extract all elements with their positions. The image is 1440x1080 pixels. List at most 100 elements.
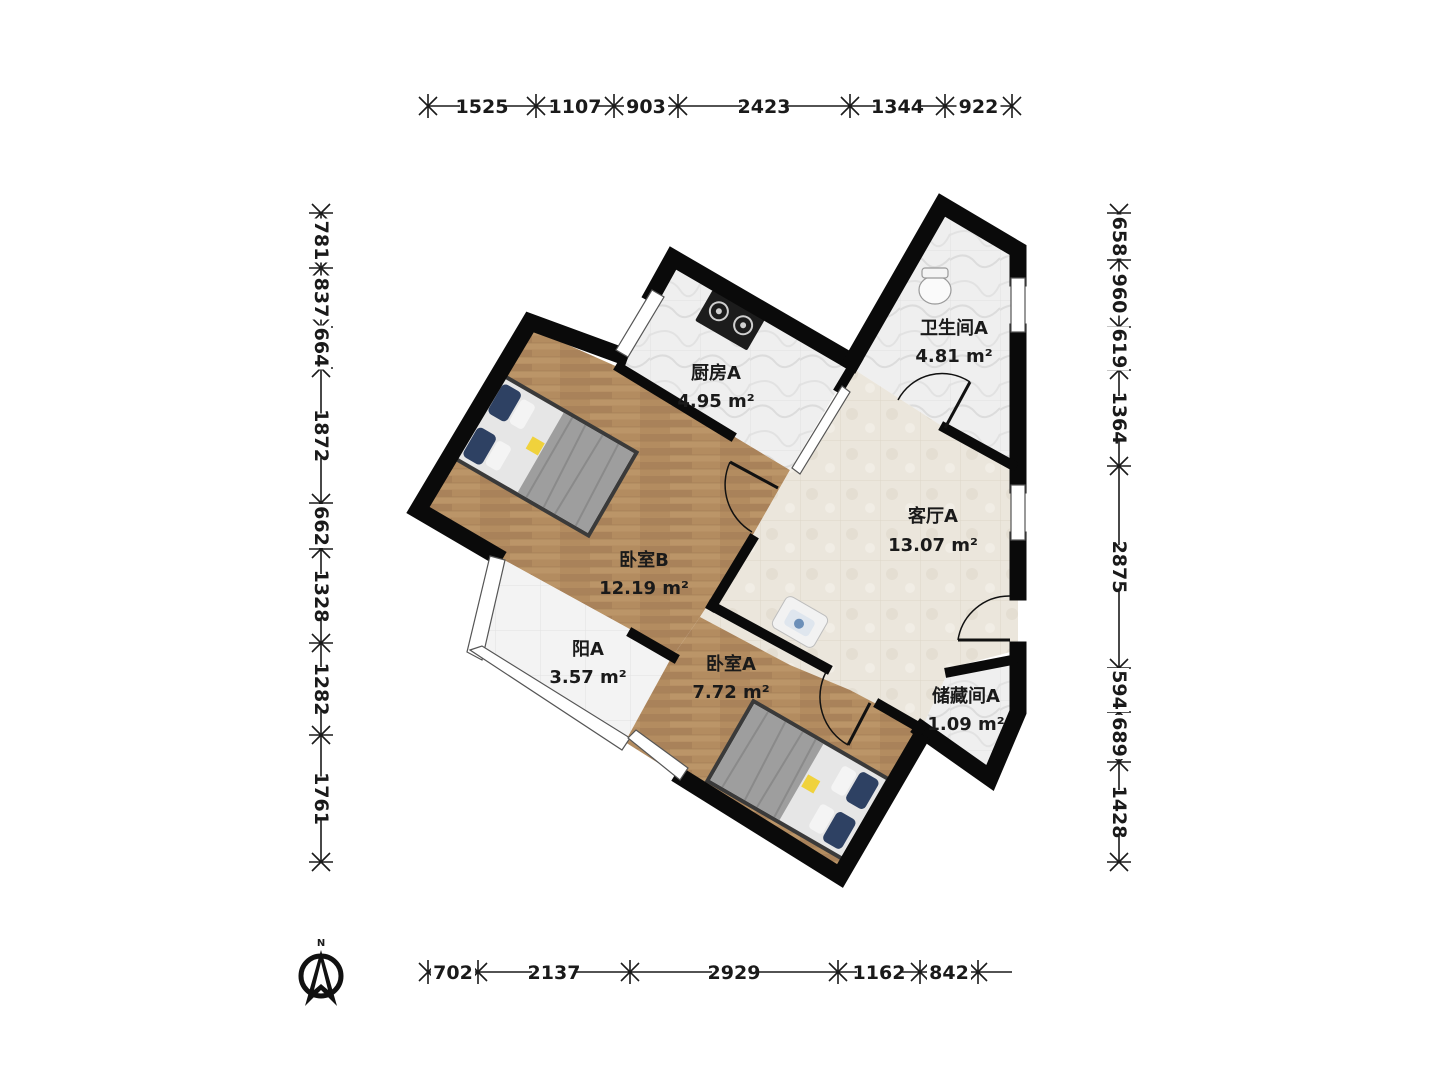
left-dimension-label: 837 xyxy=(310,278,332,318)
left-dimension-label: 1761 xyxy=(310,772,332,825)
top-dimension-label: 1107 xyxy=(549,96,602,118)
top-dimension-label: 1344 xyxy=(871,96,924,118)
wall-kitchen-north xyxy=(641,246,864,374)
right-dimension-label: 619 xyxy=(1108,329,1130,369)
bottom-dimension-label: 2137 xyxy=(528,962,581,984)
room-area-living: 13.07 m² xyxy=(888,535,978,556)
wall-kitchen-living xyxy=(833,361,859,395)
left-dimension-label: 1328 xyxy=(310,570,332,623)
left-dimension-cross xyxy=(311,725,331,745)
wall-west xyxy=(406,311,631,567)
bottom-dimension-cross xyxy=(910,962,930,982)
left-dimension-label-bg xyxy=(309,574,331,618)
stove xyxy=(695,290,765,350)
right-dimension-label: 658 xyxy=(1108,217,1130,257)
doors-layer xyxy=(724,372,1011,746)
room-name-bedroom-a: 卧室A xyxy=(706,653,756,675)
right-dimension-cross xyxy=(1109,852,1129,872)
room-area-bedroom-a: 7.72 m² xyxy=(692,682,769,703)
bottom-dimension-label: 842 xyxy=(929,962,969,984)
bedroom-b-door-arc xyxy=(724,461,753,533)
bedroom-a-door-leaf xyxy=(846,702,872,746)
top-dimension-cross xyxy=(526,96,546,116)
bottom-dimension-cross xyxy=(828,962,848,982)
compass-arrow-highlight xyxy=(314,962,328,990)
room-area-bathroom: 4.81 m² xyxy=(915,346,992,367)
bath-window xyxy=(1010,277,1026,333)
top-dimension-cross xyxy=(1002,96,1022,116)
top-dimension-cross xyxy=(418,96,438,116)
living-door-arc xyxy=(957,595,1011,641)
left-dimension-label-bg xyxy=(309,218,331,263)
right-dimension-label-bg xyxy=(1107,271,1129,316)
left-dimension-cross xyxy=(311,852,331,872)
walls-layer xyxy=(406,193,1027,888)
room-name-kitchen: 厨房A xyxy=(691,362,741,384)
bottom-dimension-label: 2929 xyxy=(708,962,761,984)
top-dimension-label: 903 xyxy=(626,96,666,118)
toilet xyxy=(918,267,952,305)
room-area-storage: 1.09 m² xyxy=(927,714,1004,735)
top-dimension-cross xyxy=(668,96,688,116)
right-dimension-label-bg xyxy=(1107,790,1129,834)
kitchen-floor xyxy=(620,262,852,470)
top-dimension-cross xyxy=(604,96,624,116)
top-dimension-label-bg xyxy=(956,94,1001,116)
bottom-dimension-label-bg xyxy=(712,960,756,982)
wall-east-storage xyxy=(910,641,1027,792)
room-name-balcony: 阳A xyxy=(572,639,604,660)
top-dimension-label-bg xyxy=(742,94,786,116)
right-dimension-label-bg xyxy=(1107,214,1129,259)
room-area-kitchen: 4.95 m² xyxy=(677,391,754,412)
right-dimension-label: 2875 xyxy=(1108,541,1130,594)
right-dimension-label-bg xyxy=(1107,396,1129,440)
right-dimension-label-bg xyxy=(1107,668,1129,712)
room-name-bathroom: 卫生间A xyxy=(920,317,988,339)
living-window xyxy=(1010,484,1026,541)
left-dimension-label-bg xyxy=(309,325,331,370)
wall-bath-living xyxy=(938,421,1019,472)
top-dimension-label-bg xyxy=(553,94,597,116)
compass-north-label: N xyxy=(317,938,325,949)
room-name-living: 客厅A xyxy=(908,505,958,527)
left-dimension-label-bg xyxy=(309,667,331,711)
windows-layer xyxy=(466,277,1026,781)
room-name-storage: 储藏间A xyxy=(931,685,1000,707)
left-dimension-label-bg xyxy=(309,413,331,458)
left-dimension-label-bg xyxy=(309,275,331,320)
wall-bath-north xyxy=(840,193,1027,374)
left-dimension-label: 1282 xyxy=(310,663,332,716)
bed-b xyxy=(450,371,640,539)
left-dimension-label: 662 xyxy=(310,506,332,546)
left-dimension-label: 664 xyxy=(310,328,332,368)
bottom-dimension-label: 702 xyxy=(433,962,473,984)
right-dimension-label-bg xyxy=(1107,715,1129,759)
top-dimension-label-bg xyxy=(875,94,920,116)
top-dimension-label-bg xyxy=(624,94,668,116)
room-area-bedroom-b: 12.19 m² xyxy=(599,578,689,599)
balcony-window-west xyxy=(466,555,506,661)
kitchen-living-glass xyxy=(791,385,851,475)
right-dimension-label: 689 xyxy=(1108,717,1130,757)
top-dimension-label: 1525 xyxy=(456,96,509,118)
right-dimension-label: 594 xyxy=(1108,670,1130,710)
bathroom-floor xyxy=(852,208,1018,470)
kitchen-window xyxy=(615,289,665,358)
wall-bedroom-a-storage xyxy=(873,698,927,735)
bedroom-a-window xyxy=(627,729,689,781)
bottom-dimension-cross xyxy=(620,962,640,982)
bottom-dimension-label-bg xyxy=(857,960,901,982)
compass: N xyxy=(298,938,344,1006)
wall-bedroom-b-living xyxy=(705,533,759,613)
left-dimension-label: 1872 xyxy=(310,409,332,462)
top-dimension-label-bg xyxy=(460,94,504,116)
left-dimension-label-bg xyxy=(309,504,331,548)
balcony-floor xyxy=(470,555,670,742)
right-dimension-label-bg xyxy=(1107,545,1129,589)
right-dimension-cross xyxy=(1109,456,1129,476)
top-dimension-label: 922 xyxy=(959,96,999,118)
